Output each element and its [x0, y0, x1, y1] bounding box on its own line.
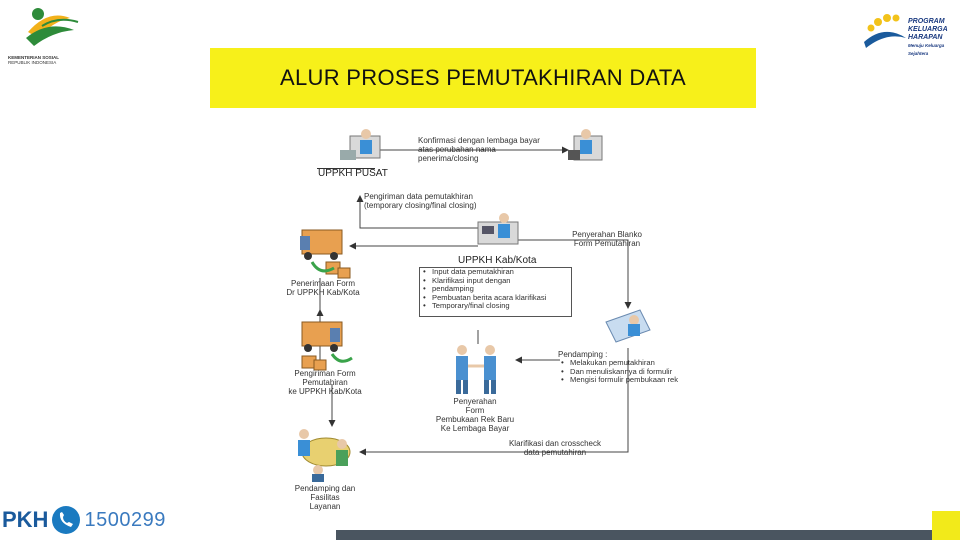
top-note-line-2: atas perubahan nama penerima/closing	[418, 145, 558, 163]
truck-send-icon	[302, 322, 352, 370]
handshake-icon	[456, 345, 496, 394]
penyerahan-blanko-label: Penyerahan Blanko Form Pemutahiran	[562, 230, 652, 248]
pengiriman-form-line-1: Pengiriman Form	[280, 369, 370, 378]
penyerahan-rek-line-4: Ke Lembaga Bayar	[430, 424, 520, 433]
pendamping-fasilitas-line-3: Layanan	[285, 502, 365, 511]
penyerahan-rek-line-1: Penyerahan	[430, 397, 520, 406]
top-note: Konfirmasi dengan lembaga bayar atas per…	[418, 136, 558, 163]
phone-icon	[51, 505, 81, 535]
kab-task-item: Temporary/final closing	[420, 302, 571, 311]
footer-bar	[336, 530, 960, 540]
hotline-brand: PKH	[2, 507, 48, 533]
uppkh-kab-label: UPPKH Kab/Kota	[458, 255, 536, 266]
kab-officer-icon	[478, 213, 518, 244]
hotline-badge: PKH 1500299	[0, 500, 180, 540]
pendamping-task: Mengisi formulir pembukaan rek	[558, 376, 698, 385]
pengiriman-form-line-2: Pemutahiran	[280, 378, 370, 387]
pendamping-fasilitas-line-1: Pendamping dan	[285, 484, 365, 493]
meeting-table-icon	[298, 429, 350, 482]
pendamping-fasilitas-line-2: Fasilitas	[285, 493, 365, 502]
pengiriman-data-line-2: (temporary closing/final closing)	[364, 201, 504, 210]
truck-receive-icon	[300, 230, 350, 278]
pengiriman-form-label: Pengiriman Form Pemutahiran ke UPPKH Kab…	[280, 369, 370, 396]
pendamping-desk-icon	[606, 310, 650, 342]
penerimaan-form-label: Penerimaan Form Dr UPPKH Kab/Kota	[278, 279, 368, 297]
penyerahan-blanko-line-1: Penyerahan Blanko	[562, 230, 652, 239]
pengiriman-form-line-3: ke UPPKH Kab/Kota	[280, 387, 370, 396]
uppkh-pusat-label: UPPKH PUSAT	[318, 168, 388, 179]
hotline-number: 1500299	[84, 509, 165, 532]
klarifikasi-label: Klarifikasi dan crosscheck data pemutahi…	[500, 439, 610, 457]
penerimaan-form-line-2: Dr UPPKH Kab/Kota	[278, 288, 368, 297]
klarifikasi-line-1: Klarifikasi dan crosscheck	[500, 439, 610, 448]
klarifikasi-line-2: data pemutahiran	[500, 448, 610, 457]
penyerahan-rek-label: Penyerahan Form Pembukaan Rek Baru Ke Le…	[430, 397, 520, 433]
pusat-officer-icon	[340, 129, 380, 160]
kab-tasks-box: Input data pemutakhiran Klarifikasi inpu…	[419, 267, 572, 317]
penyerahan-rek-line-3: Pembukaan Rek Baru	[430, 415, 520, 424]
penyerahan-rek-line-2: Form	[430, 406, 520, 415]
penerimaan-form-line-1: Penerimaan Form	[278, 279, 368, 288]
top-note-line-1: Konfirmasi dengan lembaga bayar	[418, 136, 558, 145]
penyerahan-blanko-line-2: Form Pemutahiran	[562, 239, 652, 248]
lembaga-bayar-icon	[568, 129, 602, 160]
pendamping-fasilitas-label: Pendamping dan Fasilitas Layanan	[285, 484, 365, 511]
pengiriman-data-label: Pengiriman data pemutakhiran (temporary …	[364, 192, 504, 210]
pengiriman-data-line-1: Pengiriman data pemutakhiran	[364, 192, 504, 201]
pendamping-block: Pendamping : Melakukan pemutakhiran Dan …	[558, 350, 698, 385]
footer-corner-square	[932, 511, 960, 540]
